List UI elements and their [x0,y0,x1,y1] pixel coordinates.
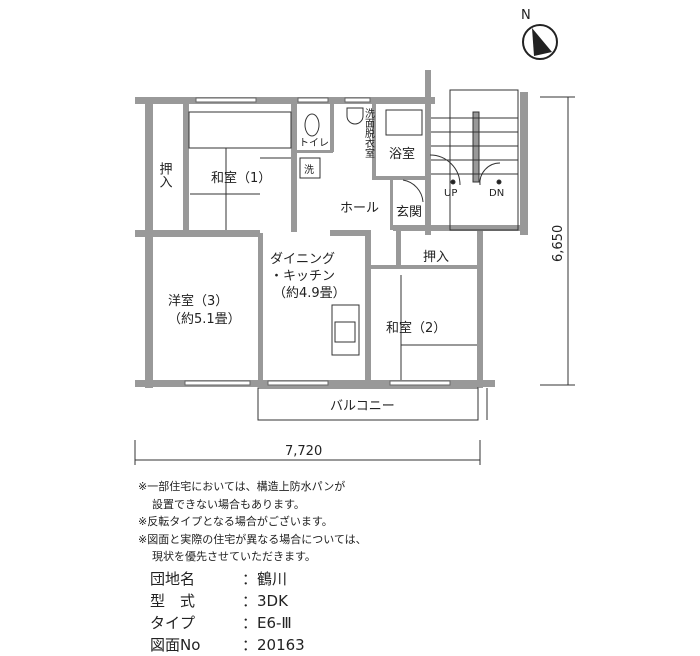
tatami-lines [188,111,477,380]
windows [184,97,451,386]
bath-door-swing [402,179,424,203]
note-line: ※図面と実際の住宅が異なる場合については、 [138,532,367,546]
sink-icon [346,107,364,125]
bath-label: 浴室 [389,146,415,162]
note-line: ※反転タイプとなる場合がございます。 [138,515,333,528]
genkan-label: 玄関 [396,205,422,220]
dimension-lines [134,96,575,465]
toilet-label: トイレ [299,138,329,149]
stairs-dn-label: DN [489,188,504,199]
info-row-type: タイプ：E6-Ⅲ [150,614,292,632]
compass-icon: N [521,8,558,60]
washroom-label: 洗面脱衣室 [363,108,375,158]
note-line: 設置できない場合もあります。 [152,497,305,511]
info-row-drawing-no: 図面No：20163 [150,636,305,654]
dk-label-line2: ・キッチン [270,269,335,284]
staircase [431,89,519,231]
balcony-outline [257,387,479,421]
info-row-layout: 型 式：3DK [150,592,288,610]
compass-label: N [521,8,531,23]
washer-label: 洗 [304,164,314,176]
toilet-icon [304,113,320,137]
oshiire-left-label: 押入 [157,162,173,188]
depth-dimension: 6,650 [551,225,566,262]
yoshitsu3-label: 洋室（3） [168,293,228,309]
hall-label: ホール [340,201,379,216]
stove-icon [334,321,356,343]
oshiire-right-label: 押入 [423,250,449,265]
width-dimension: 7,720 [285,444,322,459]
washitsu2-label: 和室（2） [386,320,446,336]
entrance-door-swing [429,154,501,186]
fixtures [257,107,501,421]
stairs-up-label: UP [444,188,457,199]
note-line: ※一部住宅においては、構造上防水パンが [138,480,346,493]
dk-label-line1: ダイニング [270,252,335,267]
washer-pan-icon [299,157,321,179]
notes: ※一部住宅においては、構造上防水パンが 設置できない場合もあります。 ※反転タイ… [138,478,367,566]
washitsu1-label: 和室（1） [211,170,271,186]
info-row-complex: 団地名：鶴川 [150,570,288,588]
balcony-label: バルコニー [330,399,395,414]
yoshitsu3-size: （約5.1畳） [168,312,241,327]
note-line: 現状を優先させていただきます。 [152,550,316,563]
property-info: 団地名：鶴川 型 式：3DK タイプ：E6-Ⅲ 図面No：20163 [150,568,305,656]
kitchen-counter-icon [331,304,360,356]
bathtub-icon [385,109,423,136]
dk-size: （約4.9畳） [273,286,346,301]
